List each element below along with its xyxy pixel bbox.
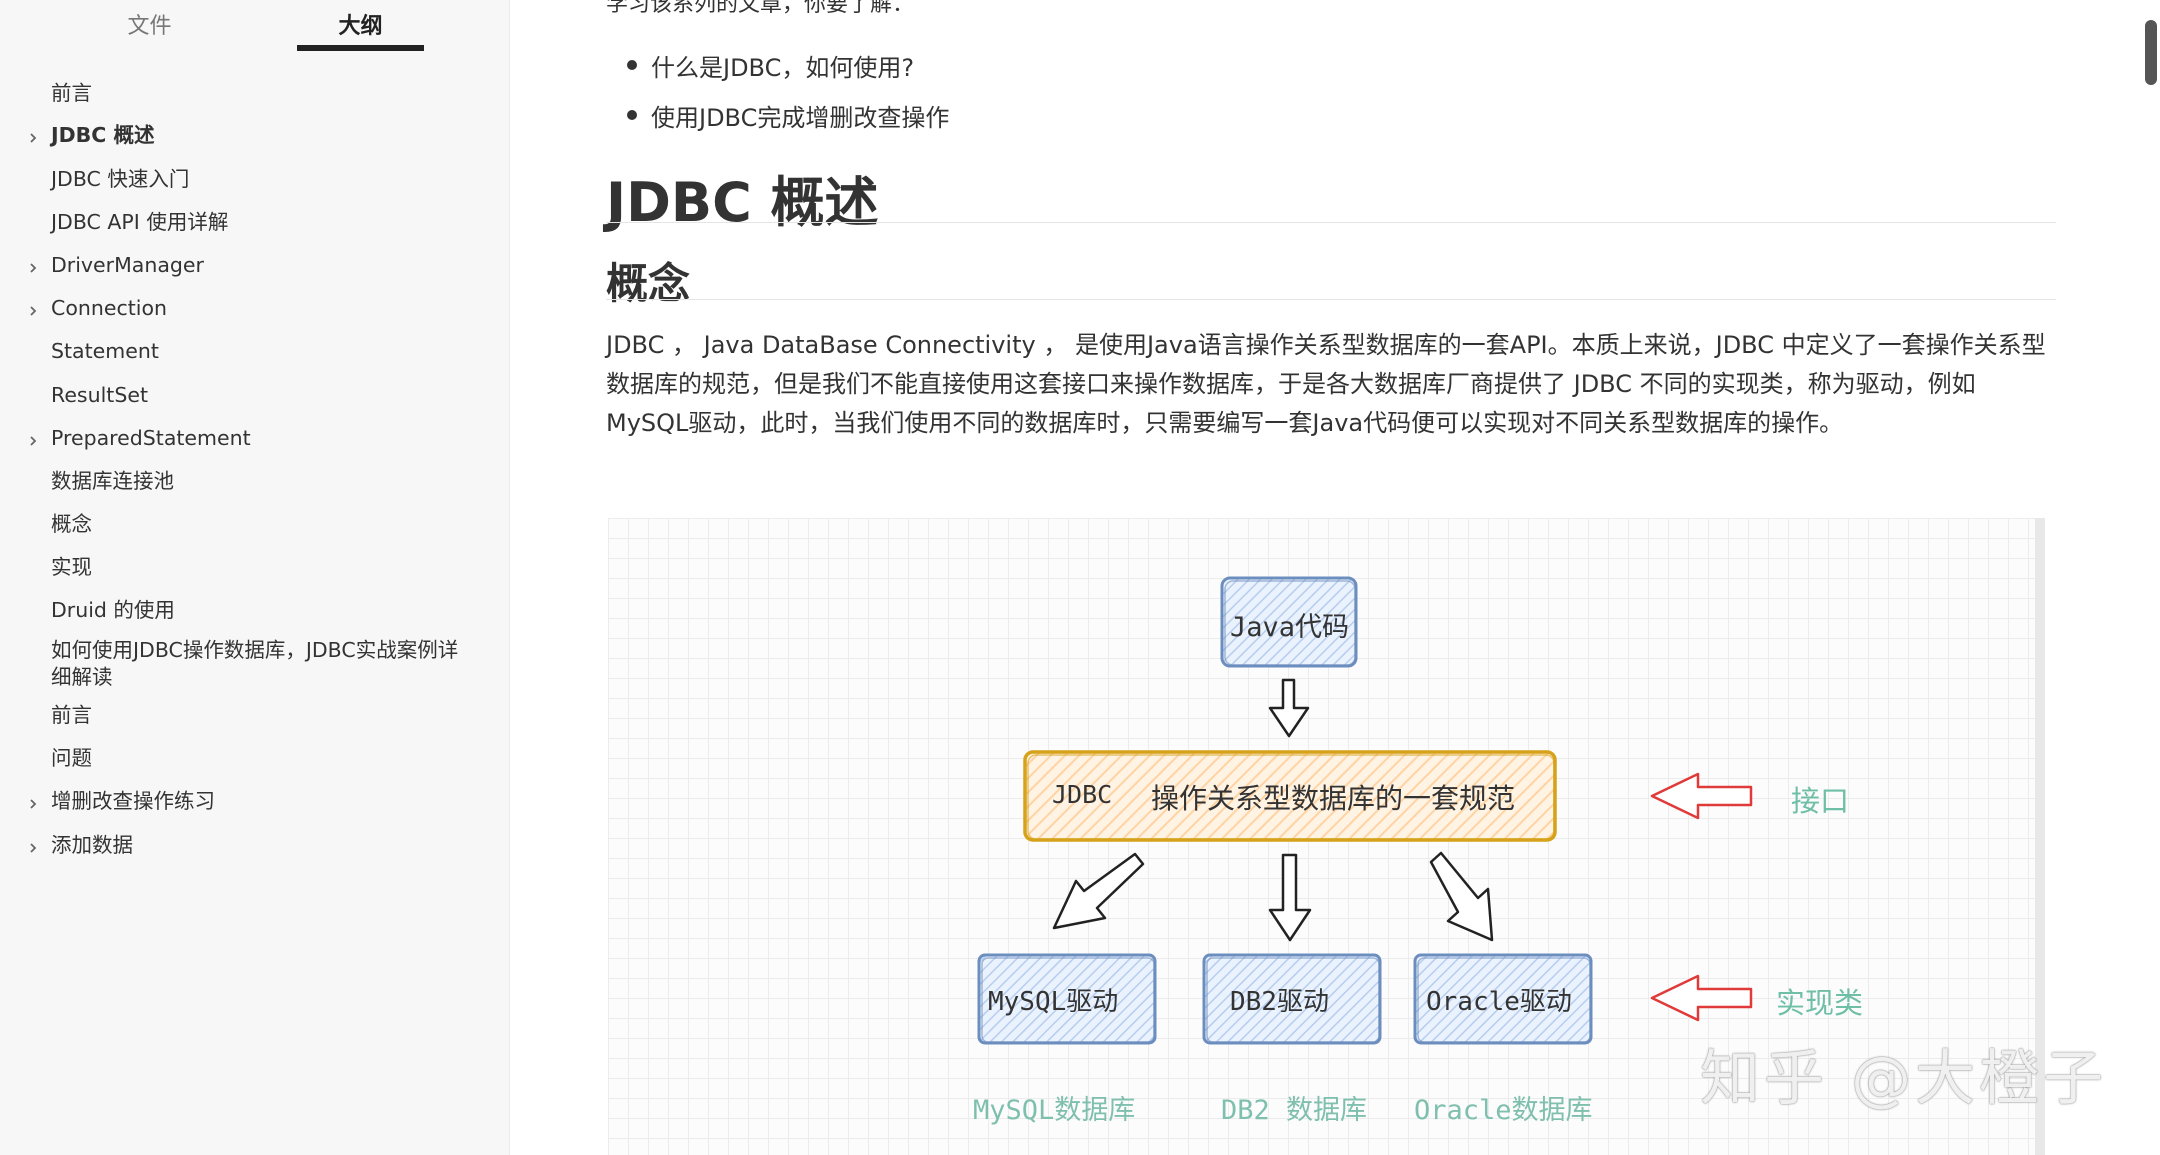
java-code-label: Java代码 — [1230, 612, 1350, 643]
db2-driver-label: DB2驱动 — [1230, 987, 1329, 1017]
outline-item-label: Connection — [51, 296, 167, 320]
chevron-right-icon[interactable] — [26, 841, 40, 855]
sidebar: 文件 大纲 前言 JDBC 概述 JDBC 快速入门 JDBC API 使用详解 Dri… — [0, 0, 510, 1155]
heading-2: 概念 — [606, 259, 691, 308]
chevron-right-icon[interactable] — [26, 434, 40, 448]
active-tab-indicator — [297, 45, 424, 51]
outline-item-label: DriverManager — [51, 253, 204, 277]
outline-item-label: 实现 — [51, 555, 92, 579]
outline-item-label: 增删改查操作练习 — [51, 789, 215, 813]
outline-item-label: JDBC 概述 — [51, 123, 155, 147]
mysql-driver-label: MySQL驱动 — [988, 987, 1119, 1017]
diagram-canvas — [977, 576, 1753, 1045]
sidebar-tabs: 文件 大纲 — [0, 0, 510, 56]
outline-item-label: 添加数据 — [51, 833, 133, 857]
mysql-driver-node — [977, 953, 1157, 1045]
heading-divider — [606, 222, 2056, 223]
outline-item-label: 前言 — [51, 703, 92, 727]
bullet-item: 什么是JDBC，如何使用? — [651, 54, 915, 82]
bullet-dot — [627, 60, 637, 70]
oracle-database-label: Oracle数据库 — [1414, 1095, 1593, 1126]
outline-item-label: ResultSet — [51, 383, 149, 407]
outline-item-label: 数据库连接池 — [51, 469, 174, 493]
outline-item-label: JDBC API 使用详解 — [51, 210, 229, 234]
scrollbar[interactable] — [2145, 20, 2157, 85]
jdbc-diagram: Java代码 JDBC 操作关系型数据库的一套规范 接口 实现类 MySQL驱动… — [608, 518, 2045, 1155]
oracle-driver-label: Oracle驱动 — [1426, 987, 1572, 1017]
tab-outline[interactable]: 大纲 — [338, 14, 383, 39]
arrow-right-down-icon — [1429, 851, 1494, 942]
jdbc-spec-label: 操作关系型数据库的一套规范 — [1151, 782, 1516, 815]
arrow-down-icon — [1268, 678, 1310, 738]
chevron-right-icon[interactable] — [26, 797, 40, 811]
outline-item-label: 概念 — [51, 512, 92, 536]
outline-item-label: JDBC 快速入门 — [51, 167, 190, 191]
oracle-driver-node — [1413, 953, 1593, 1045]
interface-arrow-icon — [1650, 772, 1753, 820]
intro-text: 学习该系列的文章，你要了解： — [606, 0, 915, 17]
interface-label: 接口 — [1791, 784, 1850, 818]
chevron-right-icon[interactable] — [26, 304, 40, 318]
chevron-right-icon[interactable] — [26, 261, 40, 275]
outline-item-label: 问题 — [51, 746, 92, 770]
db2-driver-node — [1202, 953, 1382, 1045]
outline-item-label: 如何使用JDBC操作数据库，JDBC实战案例详细解读 — [51, 638, 459, 689]
chevron-right-icon[interactable] — [26, 131, 40, 145]
heading-1: JDBC 概述 — [606, 171, 879, 234]
bullet-item: 使用JDBC完成增删改查操作 — [651, 104, 950, 132]
impl-arrow-icon — [1650, 974, 1753, 1022]
heading-divider — [606, 299, 2056, 300]
arrow-down-icon — [1268, 853, 1312, 942]
jdbc-spec-prefix: JDBC — [1052, 780, 1113, 809]
arrow-left-down-icon — [1052, 852, 1145, 930]
outline-item-label: PreparedStatement — [51, 426, 251, 450]
jdbc-spec-node — [1023, 750, 1557, 842]
diagram-border — [2035, 518, 2045, 1155]
mysql-database-label: MySQL数据库 — [973, 1095, 1136, 1126]
db2-database-label: DB2 数据库 — [1221, 1095, 1368, 1126]
bullet-dot — [627, 110, 637, 120]
paragraph: JDBC ， Java DataBase Connectivity ， 是使用J… — [606, 331, 2046, 437]
outline-item-label: 前言 — [51, 81, 92, 105]
tab-files[interactable]: 文件 — [127, 14, 172, 39]
impl-label: 实现类 — [1776, 986, 1864, 1020]
outline-item-label: Druid 的使用 — [51, 598, 175, 622]
watermark: 知乎 @大橙子 — [1700, 1044, 2108, 1114]
outline-item-label: Statement — [51, 339, 159, 363]
document-content: 学习该系列的文章，你要了解： 什么是JDBC，如何使用? 使用JDBC完成增删改… — [606, 0, 2056, 1155]
java-code-node — [1220, 576, 1358, 668]
